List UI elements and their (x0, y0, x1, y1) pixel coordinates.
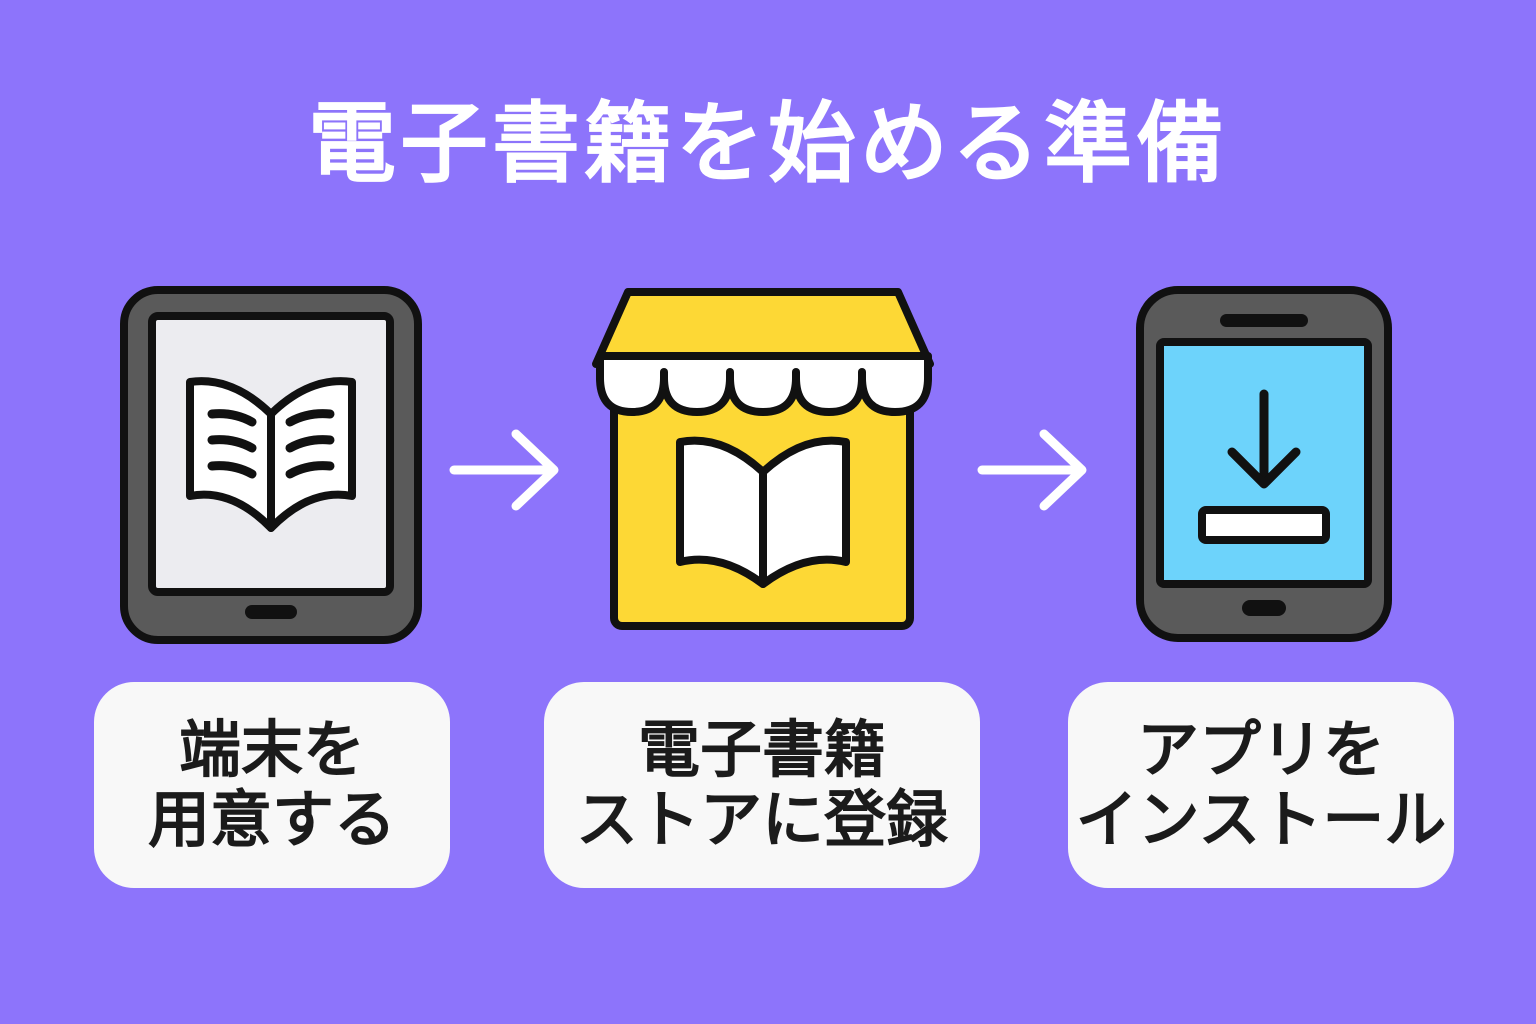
step-label-line: アプリを (1136, 713, 1385, 786)
step-card-install-app: アプリを インストール (1068, 682, 1454, 888)
step-label-line: 電子書籍 (637, 713, 886, 786)
smartphone-download-icon (1136, 286, 1392, 642)
step-label-line: ストアに登録 (575, 783, 948, 856)
bookstore-icon (592, 288, 934, 630)
step-label-line: 端末を (178, 713, 365, 786)
step-label-line: インストール (1075, 783, 1447, 856)
step-card-prepare-device: 端末を 用意する (94, 682, 450, 888)
arrow-right-icon (449, 429, 559, 511)
ereader-book-icon (120, 286, 422, 644)
step-label-line: 用意する (147, 783, 396, 856)
page-title: 電子書籍を始める準備 (307, 92, 1228, 195)
arrow-right-icon (977, 429, 1087, 511)
step-card-register-store: 電子書籍 ストアに登録 (544, 682, 980, 888)
